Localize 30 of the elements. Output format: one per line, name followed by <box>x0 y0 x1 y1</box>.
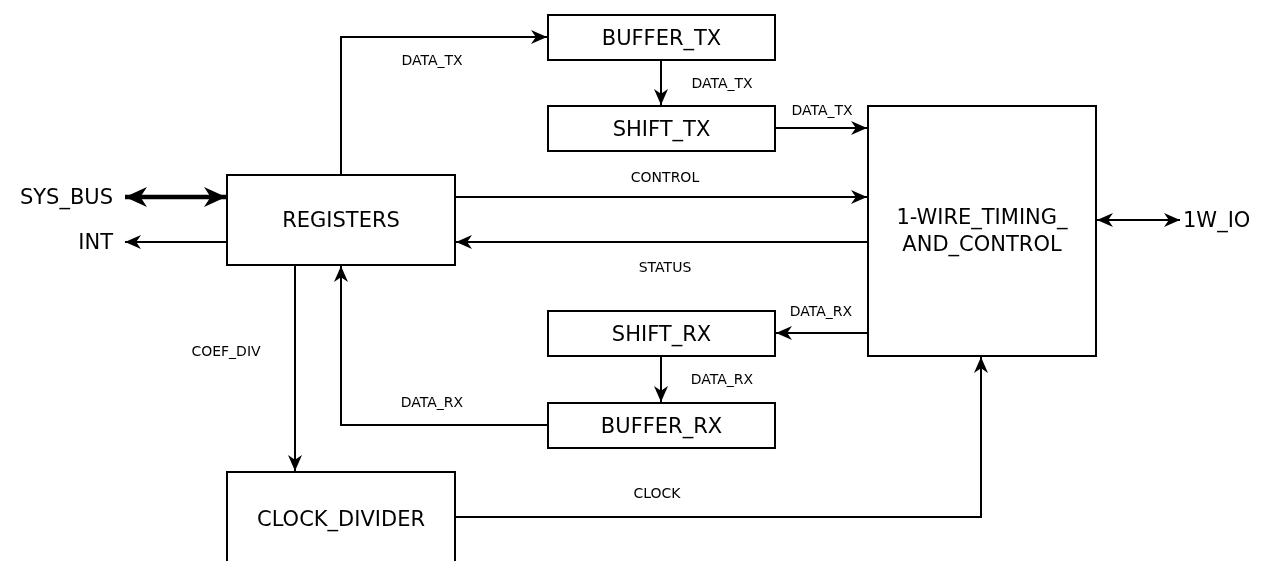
arrow <box>654 356 668 403</box>
arrow <box>455 190 868 204</box>
signal-label: CLOCK <box>631 485 683 501</box>
arrow <box>334 265 548 426</box>
arrow <box>340 30 548 175</box>
block-box: REGISTERS <box>226 174 456 266</box>
signal-label: STATUS <box>636 259 694 275</box>
arrow <box>654 60 668 106</box>
arrow <box>125 187 226 207</box>
arrow <box>124 235 227 249</box>
arrow <box>455 356 988 518</box>
port-label: INT <box>0 229 125 255</box>
port-label: SYS_BUS <box>0 184 125 210</box>
block-box: SHIFT_TX <box>547 105 776 152</box>
arrow <box>775 326 868 340</box>
arrow <box>1096 213 1181 227</box>
signal-label: DATA_TX <box>689 75 755 91</box>
port-label: 1W_IO <box>1180 207 1288 233</box>
block-box: CLOCK_DIVIDER <box>226 471 456 561</box>
block-box: 1-WIRE_TIMING_AND_CONTROL <box>867 105 1097 357</box>
signal-label: DATA_TX <box>399 52 465 68</box>
arrow <box>775 121 868 135</box>
arrow <box>455 235 868 249</box>
arrow <box>288 265 302 472</box>
block-box: BUFFER_RX <box>547 402 776 449</box>
signal-label: CONTROL <box>628 169 702 185</box>
block-box: BUFFER_TX <box>547 14 776 61</box>
signal-label: COEF_DIV <box>189 343 263 359</box>
block-box: SHIFT_RX <box>547 310 776 357</box>
signal-label: DATA_TX <box>789 102 855 118</box>
